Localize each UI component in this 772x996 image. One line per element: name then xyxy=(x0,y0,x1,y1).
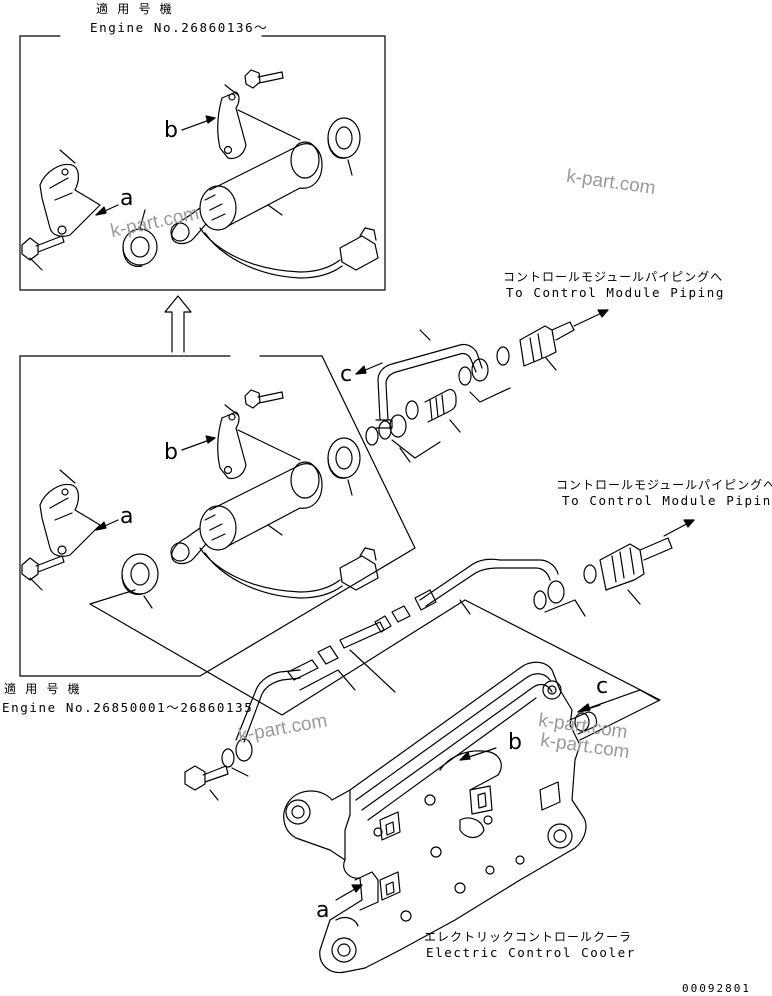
arrow-letter-b-cooler: b xyxy=(508,730,522,755)
arrow-letter-a-top: a xyxy=(120,186,134,211)
middle-inset-frame xyxy=(19,355,416,677)
arrow-letter-a-cooler: a xyxy=(316,898,330,923)
middle-inset-applicable-label: 適 用 号 機 xyxy=(4,682,81,696)
electric-control-cooler xyxy=(283,661,598,974)
pipe-upper xyxy=(375,329,483,429)
ring-seal-mid-right xyxy=(327,437,361,479)
fuel-pump-mid xyxy=(170,461,343,599)
fitting-lower-right xyxy=(599,537,673,591)
middle-inset-engine-number: Engine No.26850001～26860135 xyxy=(2,700,254,715)
bolt-top-left xyxy=(21,235,65,261)
fuel-pump-bracket-mid xyxy=(39,483,101,557)
adapter-upper xyxy=(424,388,457,423)
pump-connector-mid xyxy=(339,547,379,591)
bolt-lower-left xyxy=(184,765,229,791)
fuel-pump-top xyxy=(170,141,343,279)
to-module-jp-1: コントロールモジュールパイピングへ xyxy=(503,270,724,284)
top-inset-engine-number: Engine No.26860136～ xyxy=(90,20,269,35)
fuel-pump-bracket-top xyxy=(39,163,101,237)
pipe-lower xyxy=(235,558,559,743)
pipe-joint-lower xyxy=(287,589,437,681)
fitting-upper-right xyxy=(519,321,575,367)
bolt-mid-right xyxy=(244,389,284,409)
seal-rings-upper xyxy=(365,346,510,446)
to-module-en-2: To Control Module Piping xyxy=(562,493,772,508)
arrow-letter-b-mid: b xyxy=(164,440,178,465)
top-inset-frame xyxy=(19,35,386,291)
pump-bracket-b-top xyxy=(217,91,301,160)
to-module-en-1: To Control Module Piping xyxy=(506,285,726,300)
arrow-letter-c-upper: c xyxy=(340,362,353,387)
ring-seal-top-right xyxy=(327,117,361,159)
up-arrow xyxy=(164,295,192,353)
bolt-mid-left xyxy=(21,555,65,581)
top-inset-applicable-label: 適 用 号 機 xyxy=(96,2,173,16)
to-module-jp-2: コントロールモジュールパイピングへ xyxy=(556,478,772,492)
seal-rings-lower xyxy=(221,564,597,768)
cooler-label-en: Electric Control Cooler xyxy=(426,945,636,960)
ring-seal-top xyxy=(122,228,158,267)
arrow-letter-b-top: b xyxy=(164,118,178,143)
pump-connector-top xyxy=(339,227,379,271)
cooler-label-jp: エレクトリックコントロールクーラ xyxy=(424,930,633,944)
bolt-top-right xyxy=(244,69,284,89)
arrow-letter-a-mid: a xyxy=(120,504,134,529)
pump-bracket-b-mid xyxy=(217,411,301,480)
drawing-number: 00092801 xyxy=(682,982,751,995)
arrow-letter-c-lower: c xyxy=(596,674,609,699)
ring-seal-mid xyxy=(121,553,159,595)
